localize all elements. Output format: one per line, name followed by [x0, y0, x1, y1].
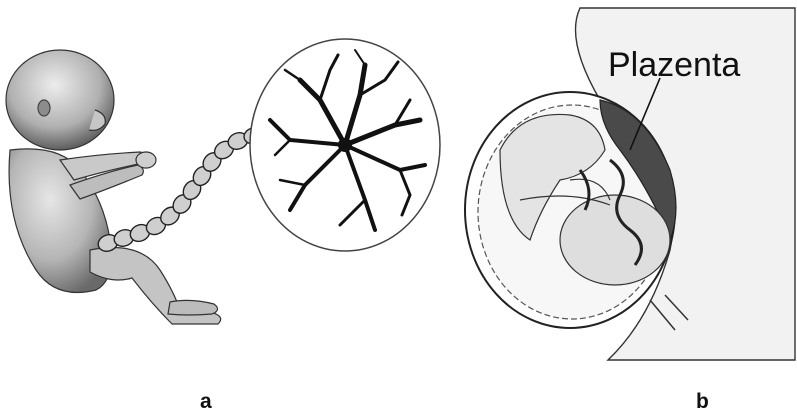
placenta-disc	[250, 39, 440, 251]
panel-letter-a: a	[200, 390, 212, 414]
placenta-label: Plazenta	[608, 46, 740, 84]
panel-letter-b: b	[696, 390, 709, 414]
fetus-placenta-illustration	[0, 0, 460, 417]
panel-a: a	[0, 0, 460, 417]
panel-b: Plazenta b	[460, 0, 797, 417]
uterus-cross-section: Plazenta	[460, 0, 797, 417]
